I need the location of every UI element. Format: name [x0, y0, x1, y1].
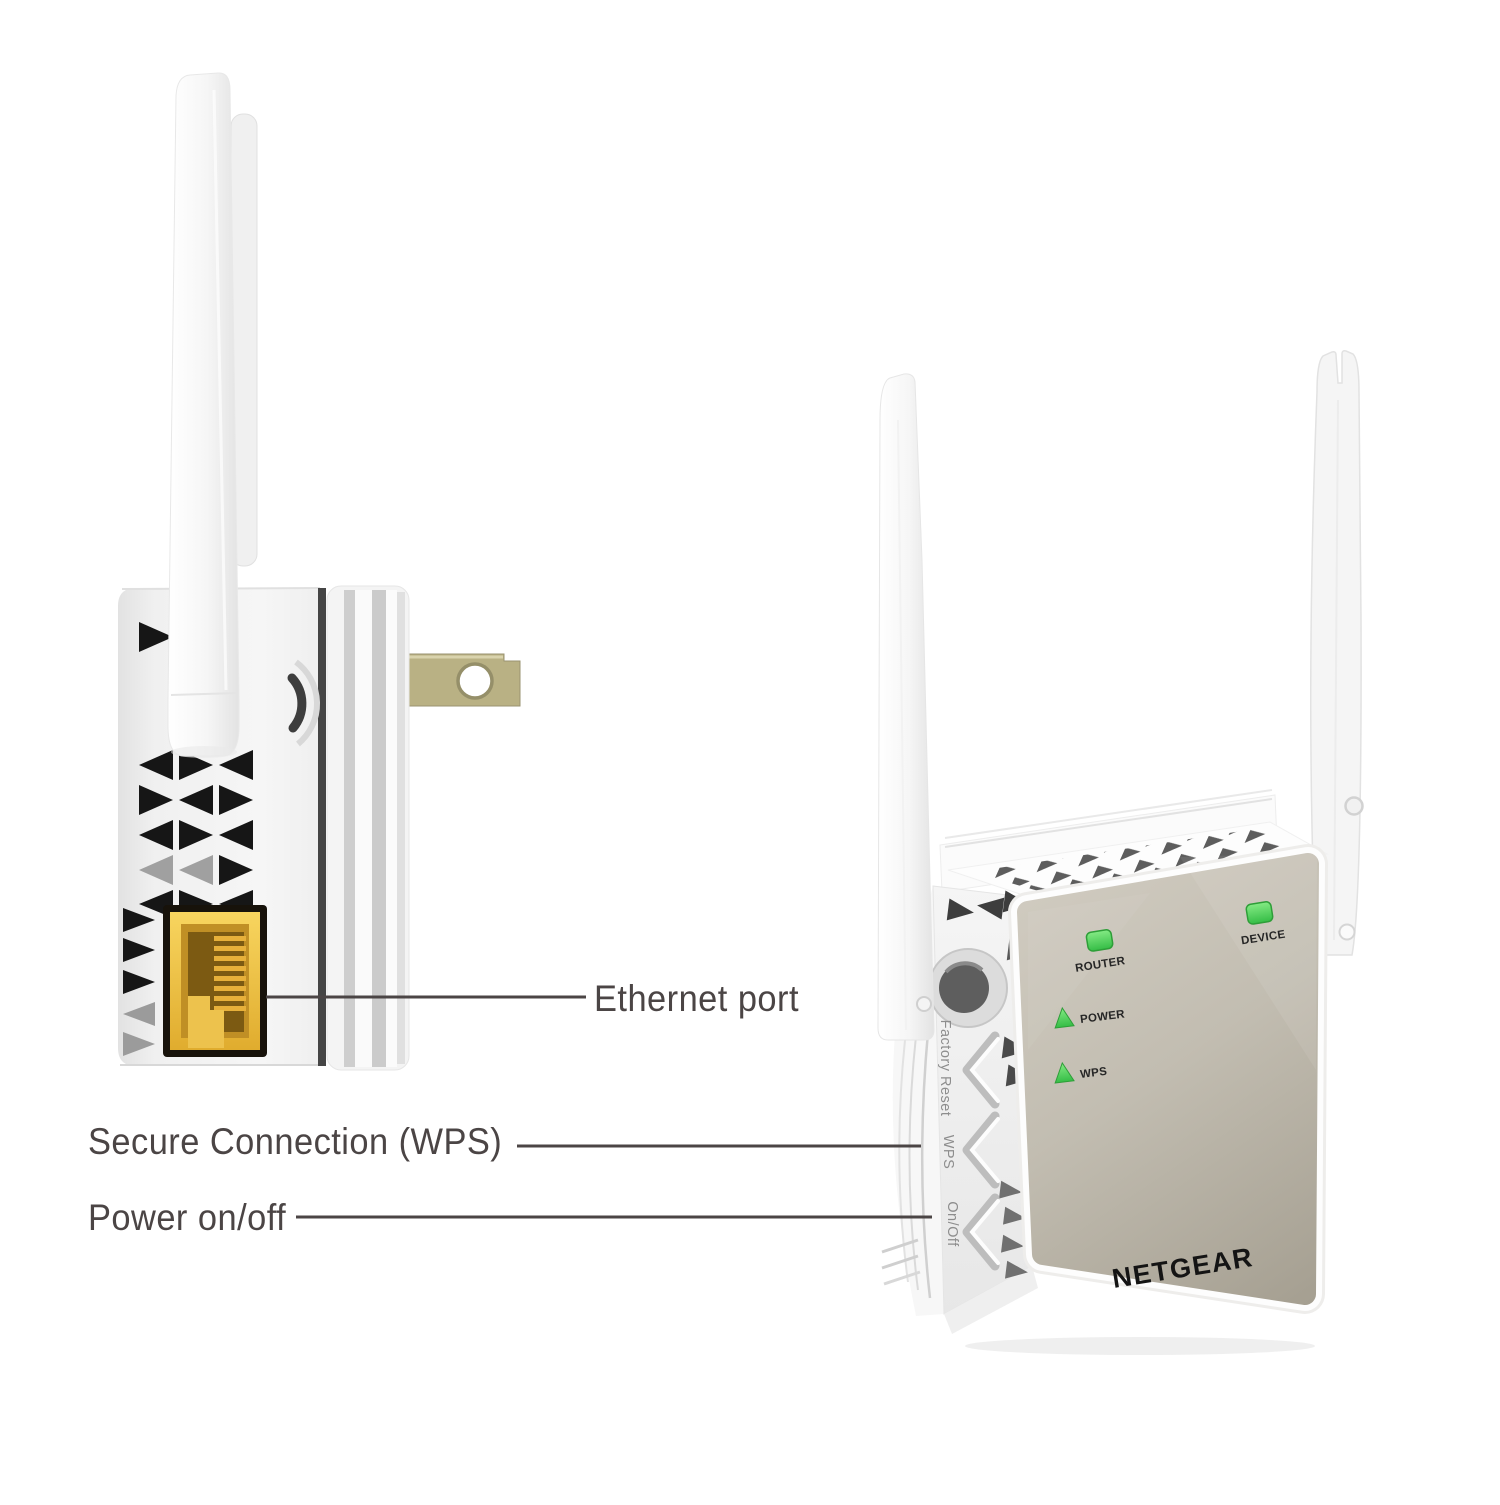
plug-prong [407, 653, 521, 707]
wps-side-label: WPS [940, 1135, 956, 1170]
wps-button [962, 1111, 1000, 1189]
router-led [1085, 929, 1114, 952]
left-antenna [877, 373, 935, 1041]
bottom-bevel [944, 1266, 1038, 1334]
body-seam [318, 588, 326, 1066]
antenna-screw [916, 996, 932, 1012]
callout-lines [266, 995, 932, 1219]
antenna-hinge-ring [294, 659, 321, 747]
side-control-labels: Factory Reset WPS On/Off [937, 1020, 960, 1248]
on-off-side-label: On/Off [944, 1201, 960, 1247]
antenna-pivot-dot [1338, 923, 1356, 941]
side-vent-pattern [123, 622, 253, 1056]
antenna-hinge-socket [928, 948, 1008, 1028]
front-view-device: ROUTER DEVICE POWER WPS NETGEAR Factory … [877, 350, 1364, 1355]
panel-gloss [1180, 853, 1317, 1070]
top-face [947, 821, 1329, 899]
device-led [1245, 901, 1274, 925]
factory-reset-label: Factory Reset [937, 1020, 953, 1117]
antenna-hinge-pivot [287, 673, 307, 733]
wps-led [1054, 1061, 1075, 1084]
front-panel [1017, 853, 1319, 1305]
prong-hole [456, 662, 494, 700]
right-antenna [1309, 350, 1364, 956]
antenna-screw [1344, 796, 1364, 816]
ethernet-port [163, 905, 267, 1057]
power-on-off-callout: Power on/off [88, 1197, 287, 1238]
power-led [1054, 1006, 1075, 1029]
on-off-button [962, 1193, 1000, 1271]
ethernet-port-callout: Ethernet port [594, 978, 799, 1019]
wps-led-label: WPS [1080, 1066, 1108, 1081]
ethernet-latch [188, 996, 224, 1048]
ethernet-pins [214, 936, 246, 1011]
panel-gloss-2 [1028, 893, 1150, 1050]
power-led-label: POWER [1080, 1009, 1126, 1026]
top-vent-pattern [972, 828, 1306, 892]
side-view-device [118, 72, 521, 1071]
front-antenna [167, 72, 240, 758]
drop-shadow [965, 1337, 1315, 1355]
secure-connection-callout: Secure Connection (WPS) [88, 1121, 503, 1162]
ridged-plug-section [326, 585, 410, 1071]
side-button-chevrons [962, 1031, 1000, 1271]
